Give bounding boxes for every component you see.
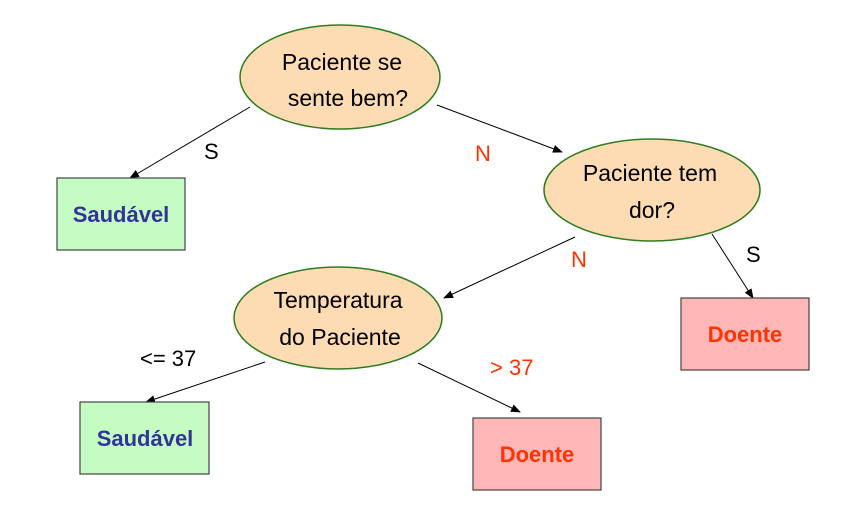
question-node-feels-well: Paciente se sente bem?	[239, 24, 441, 130]
question-node-temperature: Temperatura do Paciente	[233, 266, 443, 370]
leaf-label: Saudável	[97, 426, 194, 451]
leaf-label: Doente	[708, 322, 783, 347]
edge-label-q3-le: <= 37	[140, 346, 196, 371]
edge-q3-gt	[417, 362, 521, 413]
leaf-healthy-2: Saudável	[79, 401, 210, 475]
leaf-label: Saudável	[73, 202, 170, 227]
edge-label-q2-yes: S	[746, 242, 761, 267]
question-line-1: Paciente se	[282, 49, 402, 75]
edge-q3-le	[145, 361, 266, 403]
question-line-2: sente bem?	[288, 85, 408, 111]
edge-label-q1-no: N	[475, 141, 491, 166]
question-line-2: do Paciente	[279, 324, 400, 350]
edge-label-q1-yes: S	[204, 139, 219, 164]
edge-q1-no	[436, 104, 563, 153]
leaf-label: Doente	[500, 442, 575, 467]
question-line-1: Paciente tem	[583, 160, 717, 186]
question-line-1: Temperatura	[273, 287, 402, 313]
question-line-2: dor?	[629, 197, 675, 223]
leaf-healthy-1: Saudável	[56, 177, 186, 251]
leaf-sick-1: Doente	[680, 297, 810, 371]
edge-q1-yes	[129, 106, 251, 179]
edge-label-q3-gt: > 37	[490, 355, 533, 380]
edge-label-q2-no: N	[571, 247, 587, 272]
leaf-sick-2: Doente	[472, 417, 602, 491]
question-node-has-pain: Paciente tem dor?	[543, 138, 761, 242]
edge-q2-yes	[711, 233, 754, 299]
edge-q2-no	[443, 236, 576, 299]
